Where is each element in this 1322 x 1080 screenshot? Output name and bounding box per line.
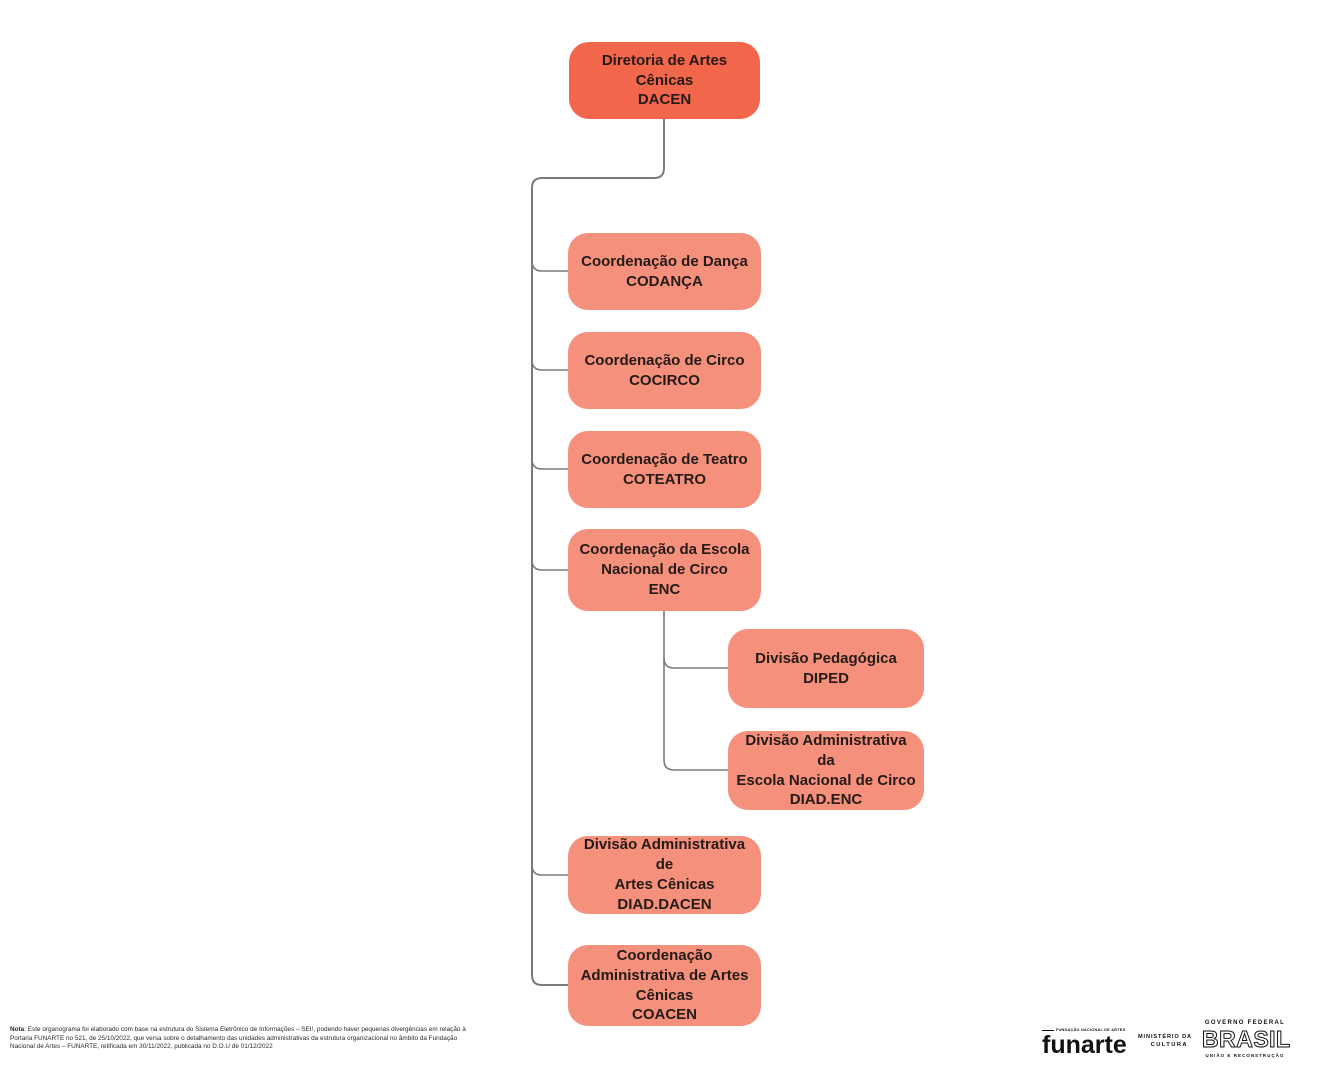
org-node-diad-enc: Divisão Administrativa da Escola Naciona… <box>728 731 924 810</box>
org-node-cocirco: Coordenação de Circo COCIRCO <box>568 332 761 409</box>
footnote: Nota: Este organograma foi elaborado com… <box>10 1026 466 1052</box>
branch-codanca <box>531 260 568 272</box>
funarte-logo: FUNDAÇÃO NACIONAL DE ARTES funarte <box>1042 1028 1130 1058</box>
branch-enc <box>531 559 568 571</box>
footnote-label: Nota <box>10 1026 25 1033</box>
org-node-diped: Divisão Pedagógica DIPED <box>728 629 924 708</box>
brasil-wordmark: BRASIL <box>1202 1026 1291 1053</box>
funarte-tagline: FUNDAÇÃO NACIONAL DE ARTES <box>1056 1028 1126 1032</box>
uniao-reconstrucao-label: UNIÃO E RECONSTRUÇÃO <box>1205 1052 1285 1058</box>
governo-federal-logo: GOVERNO FEDERAL BRASIL UNIÃO E RECONSTRU… <box>1202 1019 1291 1058</box>
branch-diped <box>663 657 728 669</box>
ministerio-da-cultura-logo: MINISTÉRIO DA CULTURA <box>1138 1033 1192 1050</box>
footnote-text: : Este organograma foi elaborado com bas… <box>10 1026 466 1051</box>
org-node-coacen: Coordenação Administrativa de Artes Cêni… <box>568 945 761 1026</box>
org-node-enc: Coordenação da Escola Nacional de Circo … <box>568 529 761 611</box>
ministerio-line2: CULTURA <box>1150 1042 1188 1049</box>
org-node-codanca: Coordenação de Dança CODANÇA <box>568 233 761 310</box>
funarte-rule <box>1042 1029 1054 1031</box>
funarte-wordmark: funarte <box>1042 1031 1127 1059</box>
branch-coteatro <box>531 458 568 470</box>
governo-federal-label: GOVERNO FEDERAL <box>1204 1020 1286 1026</box>
subtrunk-enc <box>663 611 728 771</box>
org-node-diad-dacen: Divisão Administrativa de Artes Cênicas … <box>568 836 761 914</box>
org-node-coteatro: Coordenação de Teatro COTEATRO <box>568 431 761 508</box>
branch-cocirco <box>531 359 568 371</box>
ministerio-line1: MINISTÉRIO DA <box>1138 1034 1192 1040</box>
org-node-dacen: Diretoria de Artes Cênicas DACEN <box>569 42 760 119</box>
branch-diad-dacen <box>531 864 568 876</box>
